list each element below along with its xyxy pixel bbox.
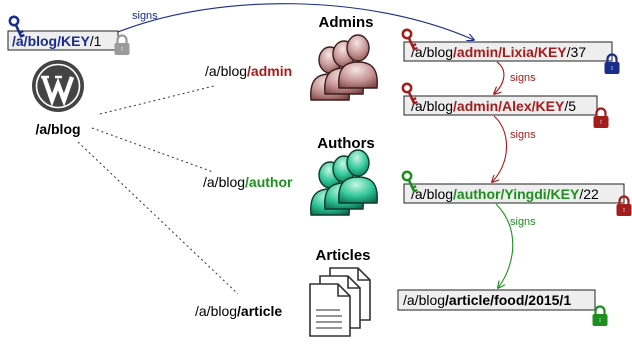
admins-header: Admins	[318, 14, 373, 31]
arrow-root-to-lixia	[117, 3, 474, 40]
data-box-article[interactable]: /a/blog/article/food/2015/1	[397, 289, 596, 311]
article-path-label: /a/blog/article	[195, 303, 282, 319]
signs-label: signs	[510, 216, 536, 228]
arrow-alex-to-yingdi	[492, 115, 508, 182]
articles-header: Articles	[315, 247, 370, 264]
root-key-box[interactable]: /a/blog/KEY/1	[7, 30, 119, 51]
root-key-suffix: /1	[90, 33, 102, 49]
svg-text:/a/blog/KEY/1: /a/blog/KEY/1	[12, 33, 102, 49]
svg-text:/a/blog/article/food/2015/1: /a/blog/article/food/2015/1	[403, 292, 571, 308]
author-path-label: /a/blog/author	[203, 174, 293, 190]
wordpress-icon	[32, 60, 84, 112]
authors-header: Authors	[317, 135, 375, 152]
key-box-alex[interactable]: /a/blog/admin/Alex/KEY/5	[403, 95, 598, 116]
arrow-lixia-to-alex	[494, 61, 505, 94]
key-box-yingdi[interactable]: /a/blog/author/Yingdi/KEY/22	[403, 183, 625, 204]
documents-icon	[309, 267, 371, 337]
admins-group-icon	[310, 34, 378, 101]
lock-icon	[592, 107, 610, 129]
svg-text:/a/blog/admin/Lixia/KEY/37: /a/blog/admin/Lixia/KEY/37	[411, 44, 586, 60]
arrow-yingdi-to-article	[495, 203, 514, 288]
admin-path-label: /a/blog/admin	[205, 63, 292, 79]
key-box-lixia[interactable]: /a/blog/admin/Lixia/KEY/37	[403, 41, 613, 62]
signs-label: signs	[510, 72, 536, 84]
svg-text:/a/blog/author/Yingdi/KEY/22: /a/blog/author/Yingdi/KEY/22	[411, 186, 599, 202]
root-key-prefix: /a/blog/KEY	[12, 33, 90, 49]
signs-label: signs	[132, 10, 158, 22]
blog-label: /a/blog	[35, 121, 80, 137]
lock-icon	[591, 305, 609, 327]
authors-group-icon	[310, 149, 378, 216]
connector-article	[77, 141, 239, 295]
svg-text:/a/blog/admin/Alex/KEY/5: /a/blog/admin/Alex/KEY/5	[411, 98, 576, 114]
connector-author	[91, 127, 214, 173]
tree-connectors	[77, 85, 239, 295]
connector-admin	[99, 85, 215, 115]
signs-label: signs	[510, 129, 536, 141]
lock-icon	[113, 34, 131, 56]
